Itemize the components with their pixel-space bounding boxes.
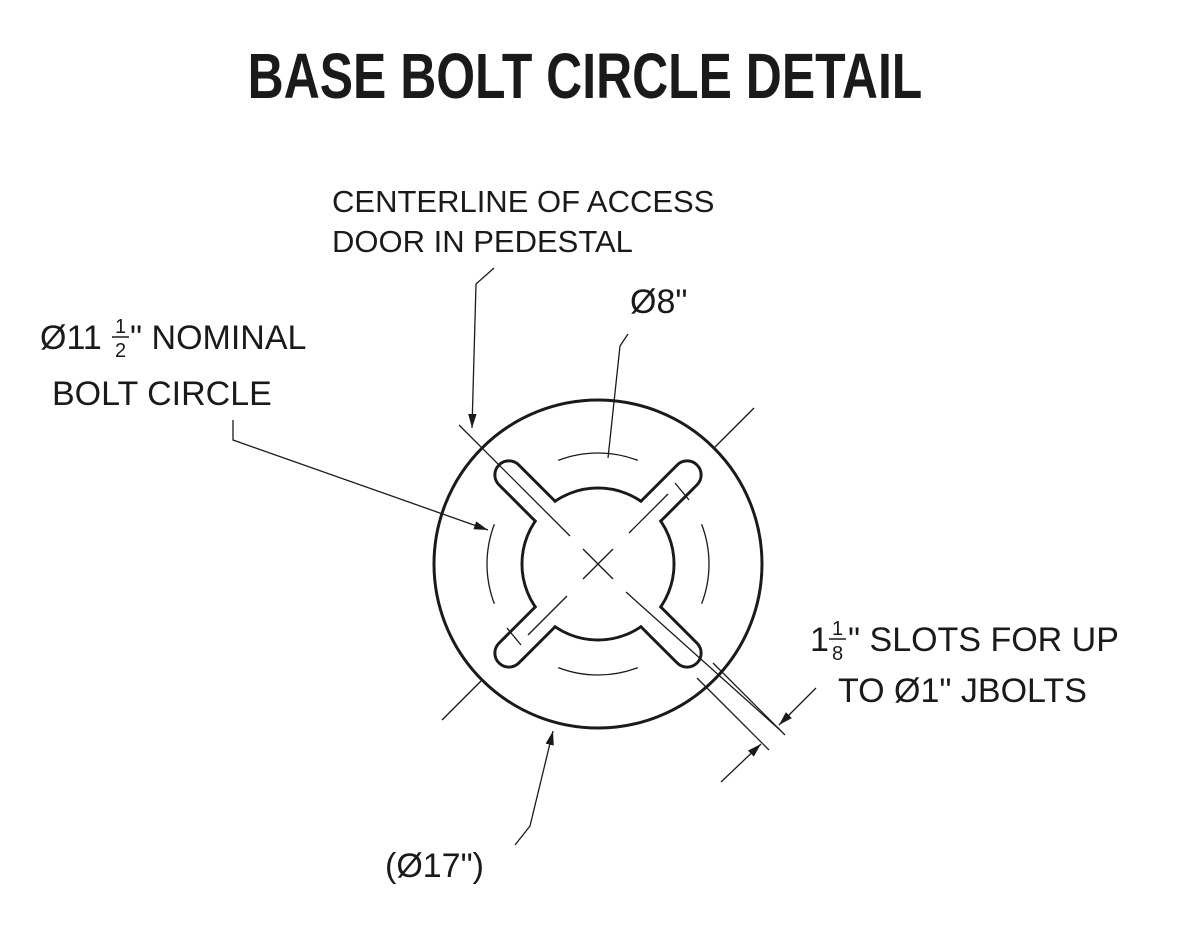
slot-width-dimension [696,662,817,783]
bolt-circle-arc [701,523,710,605]
outer-base-circle [432,398,764,730]
slot-frac-num: 1 [832,618,843,640]
bolt-circle-line2: BOLT CIRCLE [52,375,272,413]
bolt-circle-arc [557,452,639,461]
bolt-circle-arcs [486,452,710,676]
leader-lines [232,267,629,846]
bolt-circle-frac-den: 2 [115,340,126,362]
access-door-label-line1: CENTERLINE OF ACCESS [332,184,714,219]
bolt-circle-frac-num: 1 [115,316,126,338]
access-door-label-line2: DOOR IN PEDESTAL [332,224,633,259]
slot-prefix: 1 [810,621,829,659]
outer-diameter-label: (Ø17") [385,847,484,885]
slot-frac-den: 8 [832,643,843,665]
bolt-circle-suffix: " NOMINAL [130,319,306,357]
slot-suffix: " SLOTS FOR UP [848,621,1119,659]
slot-label: 1 1 8 " SLOTS FOR UP TO Ø1" JBOLTS [810,618,1119,710]
bolt-circle-prefix: Ø11 [40,319,102,357]
centerlines [441,407,781,731]
slot-line2: TO Ø1" JBOLTS [838,672,1087,710]
bolt-circle-arc [486,523,495,605]
diagram-title: BASE BOLT CIRCLE DETAIL [248,41,923,112]
bolt-circle-arc [557,667,639,676]
bolt-circle-label: Ø11 1 2 " NOMINAL BOLT CIRCLE [40,316,306,413]
inner-diameter-label: Ø8" [630,283,687,321]
